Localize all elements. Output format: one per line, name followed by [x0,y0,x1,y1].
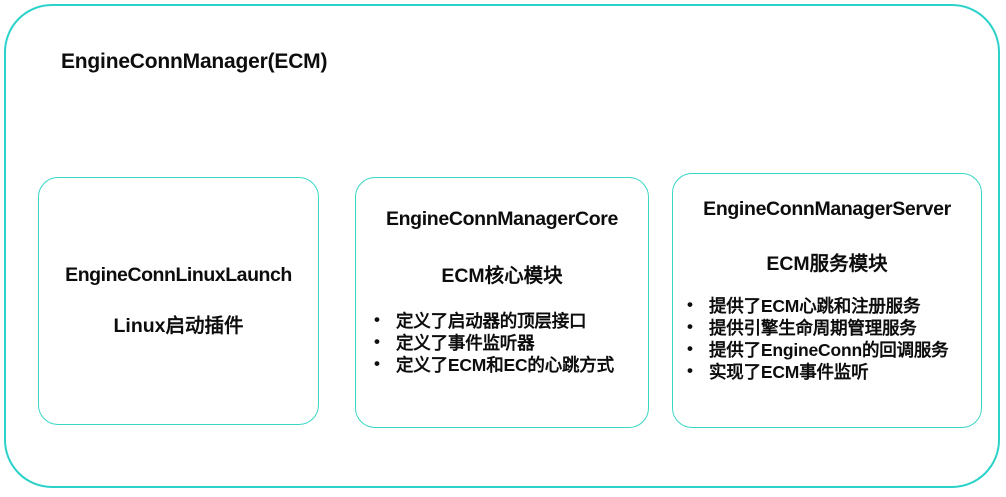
module-subtitle: Linux启动插件 [113,315,244,337]
list-item: 提供引擎生命周期管理服务 [679,316,981,339]
module-subtitle: ECM核心模块 [441,265,563,287]
module-feature-list: 定义了启动器的顶层接口 定义了事件监听器 定义了ECM和EC的心跳方式 [356,309,648,376]
list-item: 提供了ECM心跳和注册服务 [679,294,981,317]
list-item: 定义了ECM和EC的心跳方式 [366,353,648,376]
page-title: EngineConnManager(ECM) [61,50,328,73]
module-subtitle: ECM服务模块 [766,253,888,275]
list-item: 定义了事件监听器 [366,331,648,354]
module-header: EngineConnManagerServer ECM服务模块 [673,174,981,276]
module-header: EngineConnManagerCore ECM核心模块 [356,178,648,288]
module-title: EngineConnManagerServer [703,198,951,220]
module-title: EngineConnLinuxLaunch [65,264,292,286]
module-title: EngineConnManagerCore [385,208,619,230]
list-item: 实现了ECM事件监听 [679,360,981,383]
module-box-engine-conn-linux-launch[interactable]: EngineConnLinuxLaunch Linux启动插件 [38,177,319,425]
module-box-engine-conn-manager-core[interactable]: EngineConnManagerCore ECM核心模块 定义了启动器的顶层接… [355,177,649,428]
list-item: 定义了启动器的顶层接口 [366,309,648,332]
module-box-engine-conn-manager-server[interactable]: EngineConnManagerServer ECM服务模块 提供了ECM心跳… [672,173,982,428]
module-feature-list: 提供了ECM心跳和注册服务 提供引擎生命周期管理服务 提供了EngineConn… [673,294,981,383]
list-item: 提供了EngineConn的回调服务 [679,338,981,361]
